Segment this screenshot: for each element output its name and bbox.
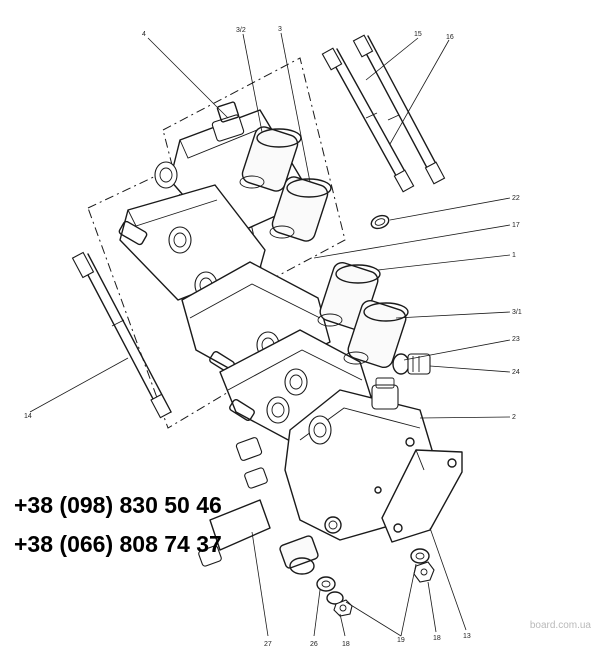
callout-4: 4 [142, 31, 146, 38]
phone-number-2: +38 (066) 808 74 37 [14, 531, 222, 557]
phone-number-1: +38 (098) 830 50 46 [14, 492, 222, 518]
callout-1: 1 [512, 252, 516, 259]
callout-17: 17 [512, 222, 520, 229]
tie-rod-14 [71, 251, 172, 419]
solenoid-3-2 [239, 126, 302, 192]
callout-13: 13 [463, 633, 471, 640]
callout-23: 23 [512, 336, 520, 343]
watermark: board.com.ua [529, 620, 591, 631]
small-parts [370, 214, 431, 375]
top-fitting [211, 101, 245, 142]
side-fittings [198, 437, 319, 575]
callout-16: 16 [446, 34, 454, 41]
bracket-13 [381, 449, 463, 543]
tie-rods-15-16 [321, 34, 446, 193]
solenoid-3-1 [343, 300, 409, 368]
callout-24: 24 [512, 369, 520, 376]
callout-15: 15 [414, 31, 422, 38]
washers-nuts [316, 548, 435, 617]
callout-19: 19 [397, 637, 405, 644]
callout-3: 3 [278, 26, 282, 33]
callout-27: 27 [264, 641, 272, 648]
callout-3-1: 3/1 [512, 309, 522, 316]
callout-18-right: 18 [433, 635, 441, 642]
callout-3-2: 3/2 [236, 27, 246, 34]
callout-18: 18 [342, 641, 350, 648]
callout-22: 22 [512, 195, 520, 202]
callout-26: 26 [310, 641, 318, 648]
callout-14: 14 [24, 413, 32, 420]
solenoid-3 [269, 176, 332, 242]
callout-labels: 4 3/2 3 15 16 22 17 1 3/1 23 24 2 14 27 … [24, 26, 522, 648]
callout-2: 2 [512, 414, 516, 421]
leader-lines [29, 32, 511, 637]
